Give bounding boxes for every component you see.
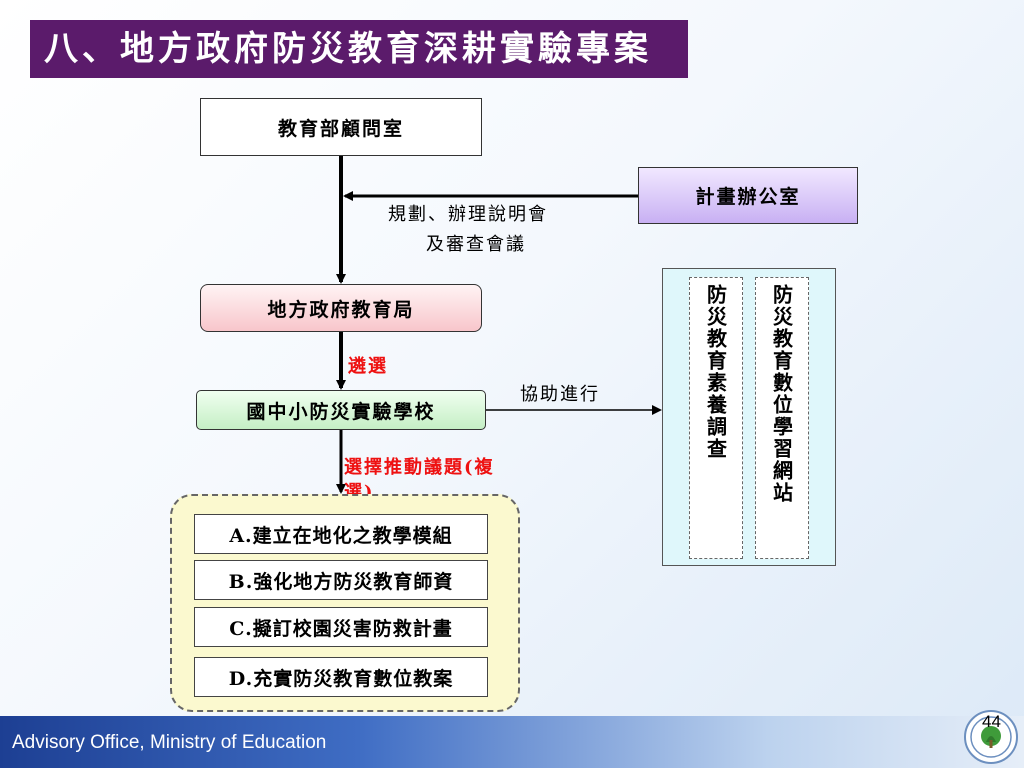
- website-box: 防災教育數位學習網站: [755, 277, 809, 559]
- support-panel: 防災教育素養調查 防災教育數位學習網站: [662, 268, 836, 566]
- footer-org: Advisory Office, Ministry of Education: [12, 732, 327, 753]
- footer-bar: Advisory Office, Ministry of Education: [0, 716, 1024, 768]
- label-topics-line1: 選擇推動議題(複: [344, 457, 495, 478]
- topic-a: A.建立在地化之教學模組: [194, 514, 488, 554]
- label-selection: 遴選: [348, 356, 388, 377]
- slide-title: 八、地方政府防災教育深耕實驗專案: [30, 20, 688, 78]
- website-label: 防災教育數位學習網站: [769, 284, 794, 504]
- topic-d: D.充實防災教育數位教案: [194, 657, 488, 697]
- label-briefing-line1: 規劃、辦理說明會: [388, 204, 548, 225]
- topic-b: B.強化地方防災教育師資: [194, 560, 488, 600]
- node-planning-office: 計畫辦公室: [638, 167, 858, 224]
- node-local-bureau: 地方政府教育局: [200, 284, 482, 332]
- topic-group: A.建立在地化之教學模組 B.強化地方防災教育師資 C.擬訂校園災害防救計畫 D…: [170, 494, 520, 712]
- label-assist: 協助進行: [520, 384, 600, 405]
- node-experimental-school: 國中小防災實驗學校: [196, 390, 486, 430]
- ministry-logo-icon: [964, 710, 1018, 764]
- survey-box: 防災教育素養調查: [689, 277, 743, 559]
- topic-c: C.擬訂校園災害防救計畫: [194, 607, 488, 647]
- survey-label: 防災教育素養調查: [703, 284, 728, 460]
- node-advisory-office: 教育部顧問室: [200, 98, 482, 156]
- label-briefing-line2: 及審查會議: [426, 234, 526, 255]
- page-number: 44: [982, 712, 1001, 731]
